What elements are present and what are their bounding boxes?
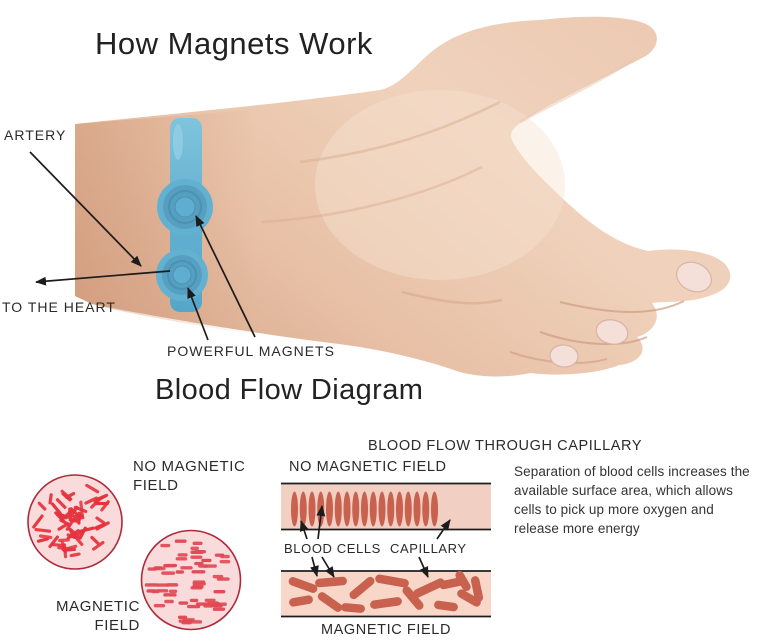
powerful-magnets-label: POWERFUL MAGNETS [167, 343, 335, 359]
capillary-band-no-field [281, 482, 491, 531]
capillary-label: CAPILLARY [390, 541, 467, 556]
arrow-magnet-bottom [187, 287, 209, 341]
arrow-bloodcells-down-2 [321, 556, 335, 578]
arrow-bloodcells-up-2 [316, 505, 326, 540]
annotation-arrows [29, 151, 451, 578]
circle-no-magnetic-field [27, 474, 123, 570]
band-no-field-label: NO MAGNETIC FIELD [289, 459, 447, 475]
circle-field-label: MAGNETIC FIELD [56, 598, 140, 634]
artery-label: ARTERY [4, 127, 67, 143]
arrow-capillary-up [436, 519, 451, 540]
circle-no-field-label: NO MAGNETIC FIELD [133, 458, 246, 494]
blood-cells-label: BLOOD CELLS [284, 541, 381, 556]
to-the-heart-label: TO THE HEART [2, 299, 116, 315]
circle-magnetic-field [140, 529, 242, 631]
fingernails [549, 261, 712, 368]
capillary-band-field [281, 570, 491, 618]
capillary-header: BLOOD FLOW THROUGH CAPILLARY [368, 438, 643, 454]
arrow-artery [29, 151, 142, 267]
magnet-disc-top [163, 185, 207, 229]
blood-flow-diagram-title: Blood Flow Diagram [155, 374, 424, 406]
arrow-magnet-top [195, 215, 256, 338]
arrow-to-heart [35, 270, 171, 286]
page-title: How Magnets Work [95, 26, 373, 61]
description-text: Separation of blood cells increases the … [514, 464, 750, 536]
arrow-capillary-down [418, 556, 429, 578]
magnet-disc-bottom [162, 255, 202, 295]
arrow-bloodcells-down-1 [310, 556, 319, 577]
band-field-label: MAGNETIC FIELD [320, 622, 452, 638]
magnetic-bracelet [156, 118, 213, 312]
arrow-bloodcells-up-1 [299, 520, 309, 540]
